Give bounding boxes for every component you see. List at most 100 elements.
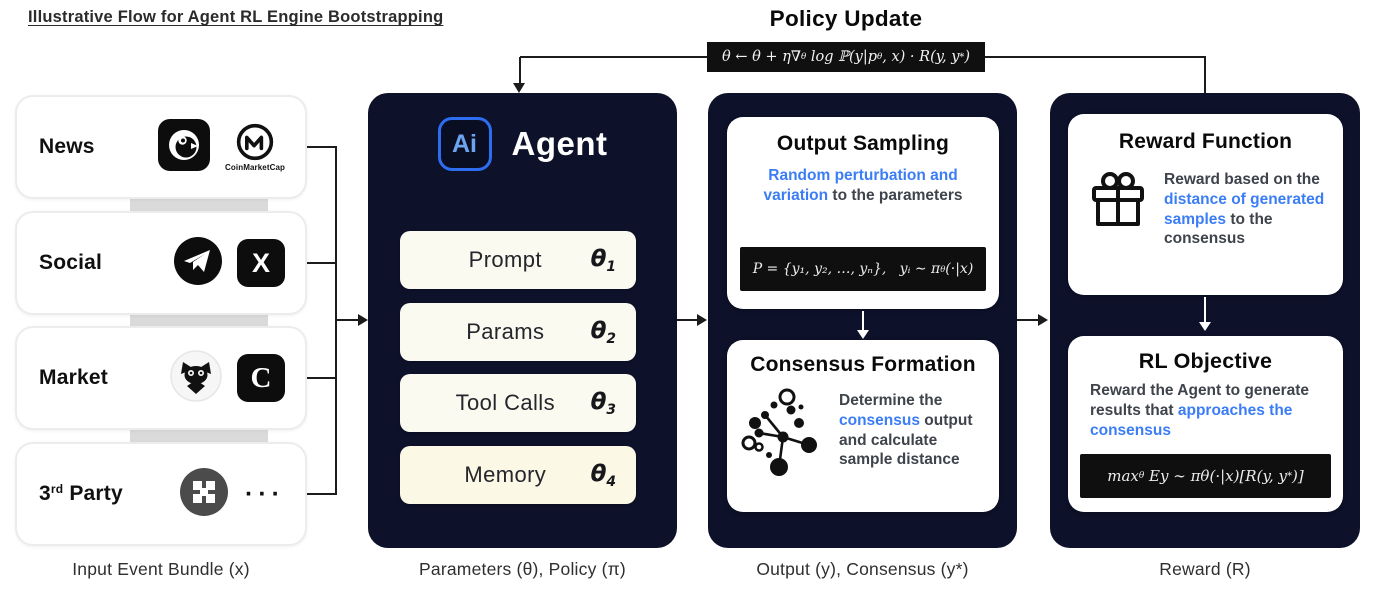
formula-part: θ: [877, 52, 883, 62]
theta-symbol: θ: [590, 460, 607, 487]
desc-highlight: approaches the consensus: [1090, 401, 1293, 439]
sampling-to-consensus-line: [862, 311, 864, 331]
param-theta: θ1: [591, 246, 616, 275]
policy-update-heading: Policy Update: [769, 6, 923, 31]
theta-subscript: 1: [606, 258, 616, 275]
c-exchange-icon: C: [237, 354, 285, 402]
consensus-formation-card: Consensus Formation Determine the consen…: [727, 340, 999, 512]
formula-part: θ: [940, 264, 946, 274]
formula-part: )]: [1292, 467, 1304, 485]
output-column-caption: Output (y), Consensus (y*): [756, 559, 969, 579]
formula-part: *: [1286, 470, 1293, 482]
third-party-icons: ···: [180, 467, 285, 521]
card-spine: [130, 428, 268, 444]
agent-name: Agent: [511, 125, 608, 162]
formula-part: (·|x): [945, 261, 974, 277]
news-label: News: [39, 135, 95, 158]
param-row-params: Params θ2: [400, 303, 636, 361]
reward-to-objective-arrowhead: [1199, 322, 1211, 331]
param-theta: θ2: [591, 318, 616, 347]
market-icons: C: [170, 349, 285, 407]
desc-text: to the consensus: [1164, 210, 1273, 248]
reward-function-title: Reward Function: [1118, 130, 1293, 153]
theta-subscript: 3: [606, 401, 616, 418]
market-label: Market: [39, 366, 108, 389]
consensus-desc: Determine the consensus output and calcu…: [839, 391, 989, 470]
theta-symbol: θ: [590, 245, 607, 272]
more-sources-ellipsis: ···: [245, 479, 285, 508]
reward-function-card: Reward Function Reward based on the dist…: [1068, 114, 1343, 295]
reward-column-caption: Reward (R): [1159, 559, 1251, 579]
param-row-memory: Memory θ4: [400, 446, 636, 504]
formula-part: log ℙ(y|p: [806, 49, 878, 65]
social-icons: X: [174, 236, 285, 290]
theta-symbol: θ: [590, 317, 607, 344]
coinmarketcap-icon: CoinMarketCap: [225, 122, 285, 172]
desc-highlight: consensus: [839, 411, 920, 429]
param-label: Params: [466, 319, 545, 344]
rl-objective-title: RL Objective: [1138, 349, 1273, 373]
social-label: Social: [39, 251, 103, 274]
reward-function-desc: Reward based on the distance of generate…: [1164, 170, 1331, 249]
desc-text: output and calculate sample distance: [839, 411, 973, 469]
theta-subscript: 4: [606, 473, 616, 490]
formula-part: θ: [1138, 471, 1145, 481]
input-to-agent-line: [336, 319, 359, 321]
thirdparty-connector-line: [307, 493, 337, 495]
input-card-market: Market C: [15, 326, 307, 430]
telegram-icon: [174, 236, 222, 290]
reward-to-objective-line: [1204, 297, 1206, 323]
feedback-line-left: [520, 56, 707, 58]
formula-part: θ ← θ + η∇: [721, 49, 801, 65]
ai-logo-icon: Ai: [437, 117, 492, 171]
output-sampling-title: Output Sampling: [776, 132, 950, 155]
coinmarketcap-caption: CoinMarketCap: [225, 163, 285, 172]
third-party-num: 3: [39, 482, 51, 505]
card-spine: [130, 197, 268, 213]
news-connector-line: [307, 146, 337, 148]
card-spine: [130, 313, 268, 329]
formula-part: P = {y₁, y₂, …, yₙ}, yᵢ ∼ π: [752, 261, 941, 277]
desc-text: Reward the Agent to generate results tha…: [1090, 382, 1310, 419]
theta-subscript: 2: [606, 330, 616, 347]
output-to-reward-line: [1017, 319, 1039, 321]
formula-part: *: [959, 51, 965, 63]
agent-to-output-arrowhead: [697, 314, 707, 326]
agent-to-output-line: [677, 319, 698, 321]
param-theta: θ3: [591, 389, 616, 418]
formula-part: Ey ∼ πθ(·|x)[R(y, y: [1144, 467, 1287, 485]
desc-text: Reward based on the: [1164, 171, 1320, 188]
agent-column-caption: Parameters (θ), Policy (π): [419, 559, 626, 579]
input-card-third-party: 3rd Party ···: [15, 442, 307, 546]
output-to-reward-arrowhead: [1038, 314, 1048, 326]
reward-column: Reward Function Reward based on the dist…: [1050, 93, 1360, 548]
formula-part: , x) · R(y, y: [882, 49, 960, 65]
agent-header: Ai Agent: [368, 117, 677, 171]
consensus-title: Consensus Formation: [750, 353, 976, 376]
param-row-prompt: Prompt θ1: [400, 231, 636, 289]
owl-icon: [170, 349, 222, 407]
market-connector-line: [307, 377, 337, 379]
theta-symbol: θ: [590, 388, 607, 415]
x-twitter-icon: X: [237, 239, 285, 287]
formula-part: max: [1107, 467, 1139, 485]
input-column-caption: Input Event Bundle (x): [72, 559, 250, 579]
input-to-agent-arrowhead: [358, 314, 368, 326]
param-theta: θ4: [591, 461, 616, 490]
gift-icon: [1086, 168, 1150, 237]
input-card-news: News CoinMarketCap: [15, 95, 307, 199]
feedback-line-right-up: [1204, 57, 1206, 94]
news-icons: CoinMarketCap: [158, 118, 285, 176]
penguin-news-app-icon: [158, 118, 211, 176]
pixel-x-icon: [180, 467, 229, 521]
param-label: Tool Calls: [455, 390, 555, 415]
social-connector-line: [307, 262, 337, 264]
input-card-social: Social X: [15, 211, 307, 315]
param-label: Prompt: [468, 247, 542, 272]
desc-highlight: Random perturbation and variation: [763, 167, 958, 204]
output-sampling-card: Output Sampling Random perturbation and …: [727, 117, 999, 309]
